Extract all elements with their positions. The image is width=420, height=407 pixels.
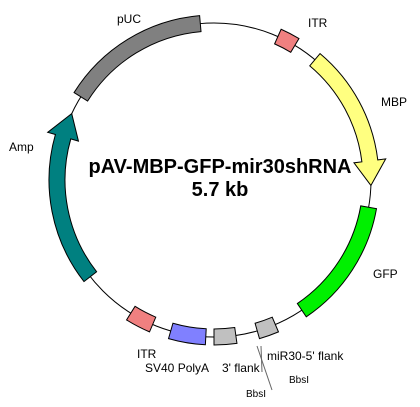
plasmid-name: pAV-MBP-GFP-mir30shRNA — [89, 156, 352, 178]
plasmid-size: 5.7 kb — [192, 179, 249, 201]
bbsi-site-line-2 — [256, 345, 273, 391]
label-amp: Amp — [9, 140, 34, 154]
feature-itr-top — [273, 28, 300, 53]
label-puc: pUC — [117, 12, 141, 26]
label-bbsi-1: BbsI — [289, 375, 309, 386]
feature-mbp — [309, 52, 387, 187]
label-mir30-5-flank: miR30-5' flank — [267, 349, 344, 363]
label-bbsi-2: BbsI — [246, 389, 266, 400]
feature-itr-bottom — [125, 305, 157, 333]
label-itr-top: ITR — [308, 16, 328, 30]
label-mir30-3-flank: 3' flank — [222, 361, 261, 375]
label-gfp: GFP — [373, 267, 398, 281]
feature-amp — [46, 112, 98, 283]
feature-sv40-polya — [167, 322, 207, 346]
feature-gfp — [296, 205, 378, 318]
feature-mir30-5-flank — [254, 316, 280, 340]
feature-mir30-3-flank — [213, 326, 238, 346]
feature-puc — [73, 15, 202, 102]
label-sv40-polya: SV40 PolyA — [145, 361, 209, 375]
label-mbp: MBP — [381, 95, 407, 109]
label-itr-bottom: ITR — [137, 347, 157, 361]
